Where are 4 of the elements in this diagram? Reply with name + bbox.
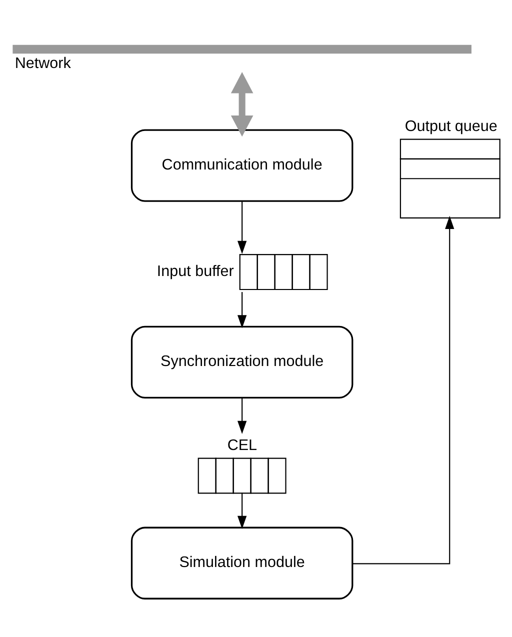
node-label: CEL (227, 436, 258, 454)
node-label: Network (14, 54, 71, 72)
node-label: Output queue (404, 117, 498, 134)
node-label: Input buffer (156, 262, 234, 280)
